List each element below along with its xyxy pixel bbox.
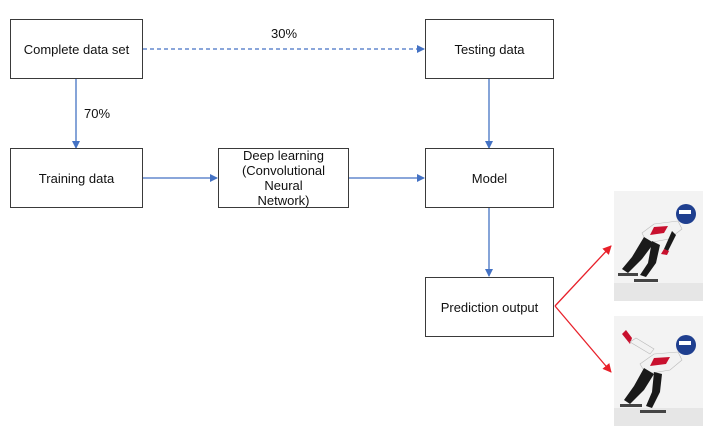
node-deep-learning-line-3: Network) (257, 193, 310, 208)
node-deep-learning-line-1: Deep learning (243, 148, 324, 163)
node-deep-learning: Deep learning (Convolutional Neural Netw… (218, 148, 349, 208)
node-model: Model (425, 148, 554, 208)
skater-photo-top (614, 191, 703, 301)
node-training-data: Training data (10, 148, 143, 208)
edge-label-70-percent: 70% (84, 106, 111, 121)
arrow-prediction-to-photo-top (554, 245, 612, 307)
node-deep-learning-line-2: (Convolutional Neural (241, 163, 326, 193)
node-complete-data-set-label: Complete data set (23, 41, 130, 57)
node-testing-data-label: Testing data (454, 41, 525, 57)
node-training-data-label: Training data (38, 170, 115, 186)
skater-photo-bottom (614, 316, 703, 426)
edge-label-30-percent: 30% (271, 26, 298, 41)
arrow-prediction-to-photo-bottom (554, 305, 612, 373)
node-model-label: Model (471, 170, 508, 186)
node-complete-data-set: Complete data set (10, 19, 143, 79)
node-testing-data: Testing data (425, 19, 554, 79)
node-prediction-output: Prediction output (425, 277, 554, 337)
node-prediction-output-label: Prediction output (440, 299, 539, 315)
